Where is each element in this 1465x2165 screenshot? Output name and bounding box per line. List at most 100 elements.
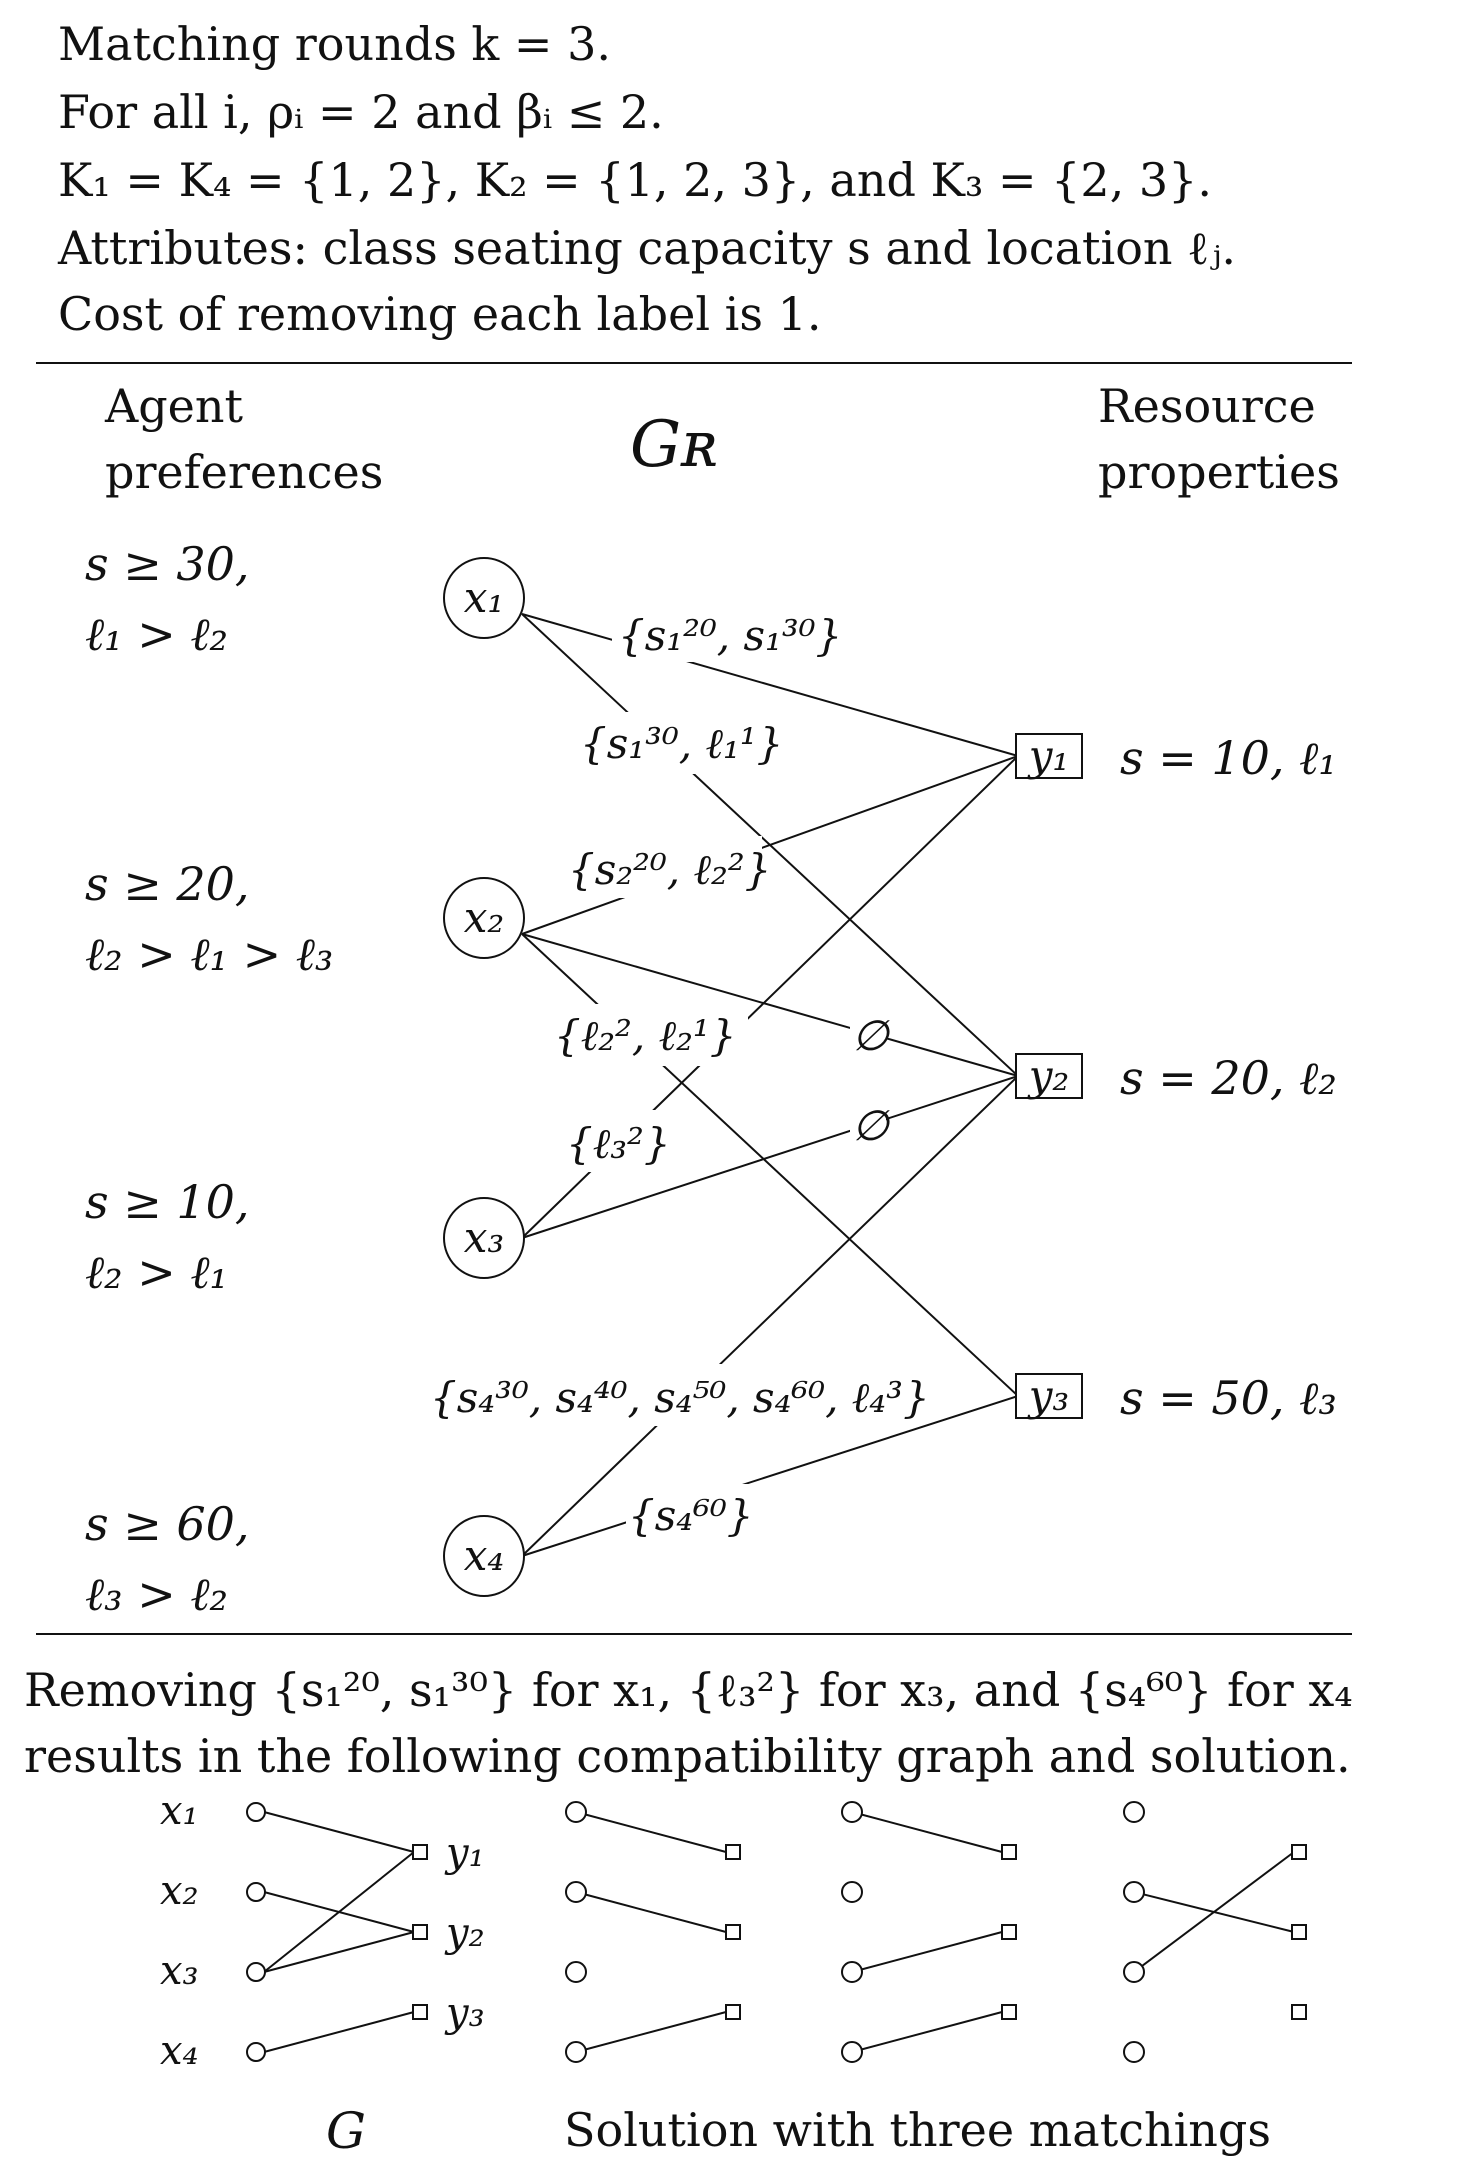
agent-pref: s ≥ 30, bbox=[85, 537, 250, 591]
resource-node-y2: y₂ s = 20, ℓ₂ bbox=[1015, 1051, 1337, 1105]
edge-label: {ℓ₃²} bbox=[566, 1119, 671, 1168]
resource-box bbox=[1015, 1053, 1083, 1099]
matching-agent-node bbox=[841, 1881, 863, 1903]
label-backdrop bbox=[426, 1364, 894, 1426]
matching-edge bbox=[575, 1811, 727, 1853]
resource-heading: properties bbox=[1098, 445, 1340, 499]
matching-edge bbox=[851, 1931, 1003, 1973]
agent-pref: ℓ₃ > ℓ₂ bbox=[85, 1567, 228, 1621]
footer-explanation: Removing {s₁²⁰, s₁³⁰} for x₁, {ℓ₃²} for … bbox=[24, 1663, 1353, 1783]
edge-label: {s₁²⁰, s₁³⁰} bbox=[618, 611, 842, 660]
resource-props: s = 10, ℓ₁ bbox=[1120, 731, 1337, 785]
gr-headings: Agent preferences Gʀ Resource properties bbox=[104, 379, 1340, 499]
compat-resource-node bbox=[412, 2004, 428, 2020]
resource-label: y₁ bbox=[1027, 731, 1070, 780]
agent-label: x₂ bbox=[464, 893, 505, 942]
agent-circle bbox=[443, 1197, 525, 1279]
header-line: Attributes: class seating capacity s and… bbox=[57, 221, 1236, 275]
agent-node-x4: x₄ bbox=[443, 1515, 525, 1597]
gr-edge bbox=[521, 1075, 1019, 1557]
compat-resource-label: y₃ bbox=[444, 1990, 485, 2036]
agent-preferences: s ≥ 30, ℓ₁ > ℓ₂ s ≥ 20, ℓ₂ > ℓ₁ > ℓ₃ s ≥… bbox=[85, 537, 333, 1621]
gr-edge bbox=[521, 933, 1019, 1077]
matching-edge bbox=[851, 1811, 1003, 1853]
agent-heading: Agent bbox=[104, 379, 244, 433]
compat-resource-node bbox=[412, 1924, 428, 1940]
matching-edge bbox=[1133, 1851, 1295, 1973]
label-backdrop bbox=[564, 1110, 660, 1172]
compat-agent-label: x₄ bbox=[160, 2028, 199, 2074]
header-line: K₁ = K₄ = {1, 2}, K₂ = {1, 2, 3}, and K₃… bbox=[58, 153, 1212, 207]
matching-edge bbox=[851, 2011, 1003, 2053]
agent-label: x₁ bbox=[464, 573, 505, 622]
edge-label: ∅ bbox=[852, 1101, 891, 1150]
resource-node-y1: y₁ s = 10, ℓ₁ bbox=[1015, 731, 1337, 785]
resource-label: y₂ bbox=[1027, 1051, 1070, 1100]
footer-line: results in the following compatibility g… bbox=[24, 1729, 1351, 1783]
matching-edge bbox=[575, 1891, 727, 1933]
agent-pref: s ≥ 20, bbox=[85, 857, 250, 911]
label-backdrop bbox=[566, 836, 762, 898]
resource-label: y₃ bbox=[1027, 1371, 1070, 1420]
agent-pref: s ≥ 60, bbox=[85, 1497, 250, 1551]
header-line: For all i, ρᵢ = 2 and βᵢ ≤ 2. bbox=[58, 85, 664, 139]
label-backdrop bbox=[552, 1004, 748, 1066]
compat-agent-label: x₁ bbox=[160, 1788, 199, 1834]
matching-agent-node bbox=[1123, 1881, 1145, 1903]
gr-title: Gʀ bbox=[630, 408, 718, 482]
gr-resource-nodes: y₁ s = 10, ℓ₁ y₂ s = 20, ℓ₂ y₃ s = 50, ℓ… bbox=[1015, 731, 1337, 1425]
matching-agent-node bbox=[565, 2041, 587, 2063]
gr-edge bbox=[521, 613, 1019, 757]
resource-heading: Resource bbox=[1098, 379, 1316, 433]
matching-agent-node bbox=[1123, 2041, 1145, 2063]
label-backdrop bbox=[850, 1104, 886, 1148]
compat-resource-node bbox=[412, 1844, 428, 1860]
matching-agent-node bbox=[565, 1881, 587, 1903]
matching-1 bbox=[565, 1801, 741, 2063]
matching-resource-node bbox=[1291, 1844, 1307, 1860]
resource-props: s = 20, ℓ₂ bbox=[1120, 1051, 1337, 1105]
compat-agent-node bbox=[246, 2042, 266, 2062]
compat-edge bbox=[263, 2011, 415, 2053]
compat-resource-label: y₁ bbox=[444, 1830, 485, 1876]
matching-agent-node bbox=[1123, 1961, 1145, 1983]
agent-node-x3: x₃ bbox=[443, 1197, 525, 1279]
agent-heading: preferences bbox=[105, 445, 383, 499]
footer-line: Removing {s₁²⁰, s₁³⁰} for x₁, {ℓ₃²} for … bbox=[24, 1663, 1353, 1717]
agent-circle bbox=[443, 877, 525, 959]
solution-panel: Solution with three matchings bbox=[564, 1801, 1307, 2157]
agent-pref: ℓ₂ > ℓ₁ bbox=[85, 1245, 228, 1299]
agent-pref: s ≥ 10, bbox=[85, 1175, 250, 1229]
agent-node-x1: x₁ bbox=[443, 557, 525, 639]
compat-edge bbox=[263, 1811, 415, 1853]
matching-resource-node bbox=[1001, 1924, 1017, 1940]
matching-agent-node bbox=[841, 1961, 863, 1983]
agent-label: x₄ bbox=[464, 1531, 505, 1580]
agent-node-x2: x₂ bbox=[443, 877, 525, 959]
compat-edge bbox=[263, 1931, 415, 1973]
matching-resource-node bbox=[1001, 2004, 1017, 2020]
matching-agent-node bbox=[841, 1801, 863, 1823]
agent-circle bbox=[443, 557, 525, 639]
label-backdrop bbox=[626, 1484, 752, 1546]
gr-edge bbox=[521, 755, 1019, 935]
edge-label: {s₄³⁰, s₄⁴⁰, s₄⁵⁰, s₄⁶⁰, ℓ₄³} bbox=[430, 1373, 930, 1422]
solution-title: Solution with three matchings bbox=[564, 2103, 1271, 2157]
edge-label: {s₁³⁰, ℓ₁¹} bbox=[580, 719, 783, 768]
agent-label: x₃ bbox=[464, 1213, 505, 1262]
label-backdrop bbox=[850, 1012, 886, 1056]
matching-resource-node bbox=[1001, 1844, 1017, 1860]
edge-label: {ℓ₂², ℓ₂¹} bbox=[554, 1011, 736, 1060]
compat-agent-label: x₂ bbox=[160, 1868, 199, 1914]
edge-label: {s₄⁶⁰} bbox=[628, 1491, 754, 1540]
matching-agent-node bbox=[841, 2041, 863, 2063]
compat-edges bbox=[263, 1811, 415, 2053]
agent-pref: ℓ₁ > ℓ₂ bbox=[85, 607, 228, 661]
compat-agent-label: x₃ bbox=[160, 1948, 199, 1994]
gr-edge-labels: {s₁²⁰, s₁³⁰} {s₁³⁰, ℓ₁¹} {s₂²⁰, ℓ₂²} ∅ {… bbox=[426, 600, 930, 1546]
matching-resource-node bbox=[725, 2004, 741, 2020]
agent-pref: ℓ₂ > ℓ₁ > ℓ₃ bbox=[85, 927, 333, 981]
agent-circle bbox=[443, 1515, 525, 1597]
matching-edge bbox=[575, 2011, 727, 2053]
matching-resource-node bbox=[1291, 1924, 1307, 1940]
